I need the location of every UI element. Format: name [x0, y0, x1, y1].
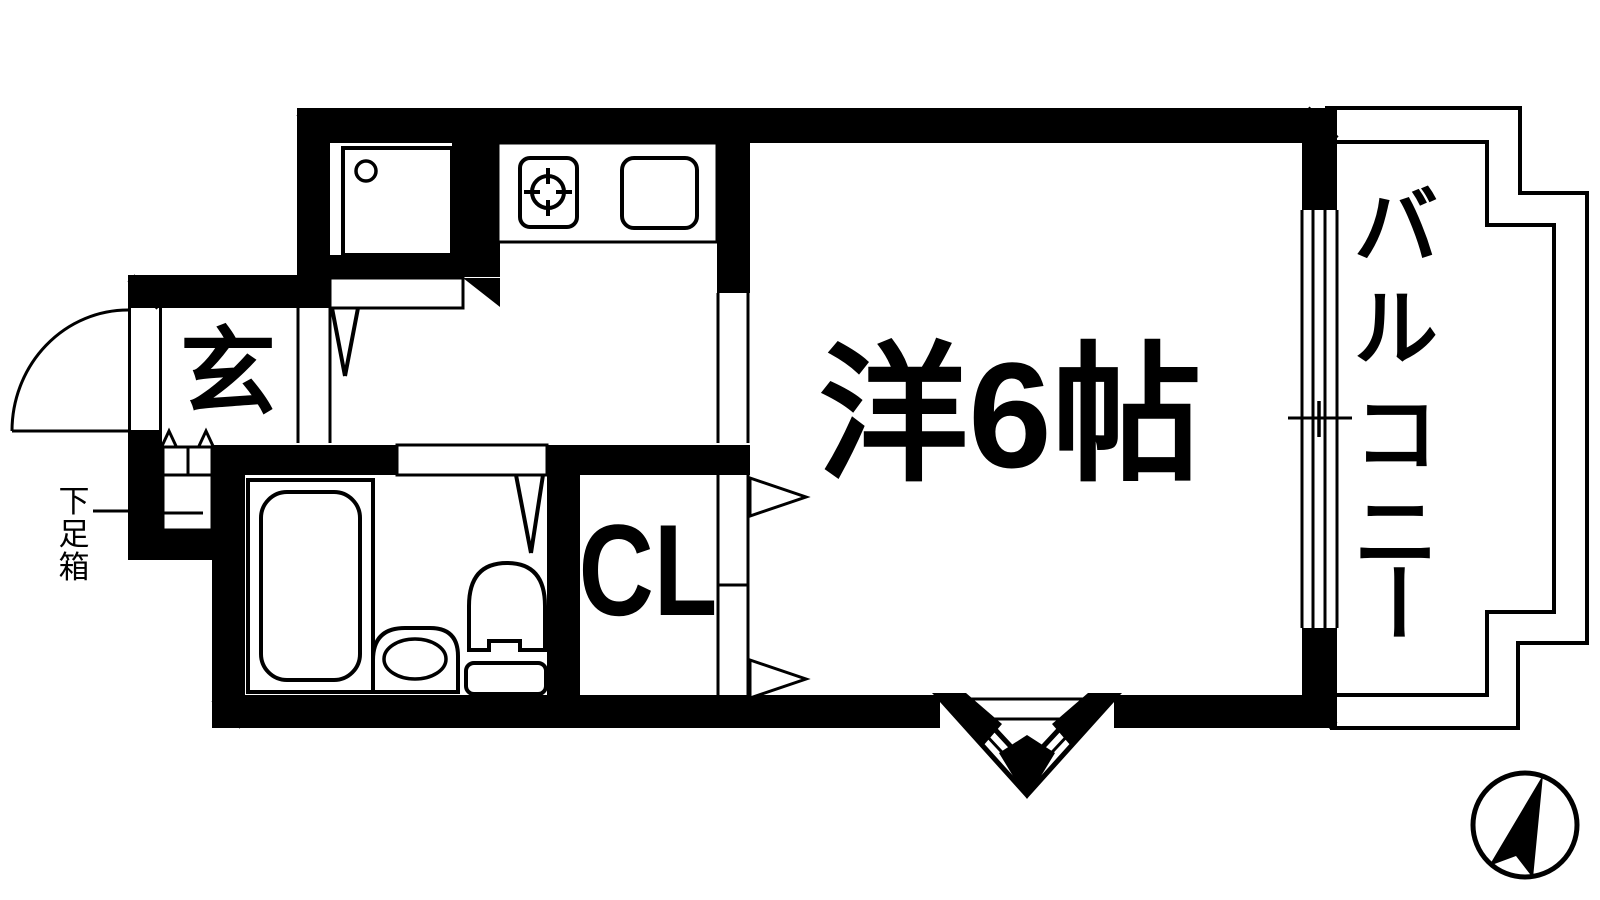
wall-bath-left	[212, 445, 245, 728]
wall-bath-top-left	[212, 445, 397, 475]
hinged-door-v-icon	[330, 307, 360, 377]
balcony-label-char: ル	[1353, 282, 1438, 376]
compass-needle	[1489, 775, 1543, 878]
wall-bottom-left	[212, 695, 940, 728]
bathtub-inner	[259, 490, 362, 682]
balcony-label-char: バ	[1353, 180, 1438, 274]
bay-window-wall-right	[1052, 693, 1122, 746]
balcony-label-char: コ	[1353, 388, 1438, 482]
closet-door-arrow-icon	[748, 657, 811, 701]
wash-basin-bowl	[382, 637, 448, 681]
sliding-window-icon	[1288, 210, 1352, 628]
wall-closet-left	[547, 475, 580, 695]
bay-window-vertex	[999, 735, 1055, 799]
north-arrow-icon	[1470, 770, 1580, 880]
closet-label: CL	[578, 497, 718, 643]
wall-laundry-bottom	[330, 255, 463, 278]
kitchen-area	[328, 141, 750, 443]
kitchen-sink-icon	[620, 156, 699, 230]
wall-corner-miters	[127, 106, 1339, 730]
wall-laundry-right	[452, 143, 500, 277]
main-room-label: 洋6帖	[818, 331, 1202, 499]
wall-miter-kitchen	[463, 278, 500, 307]
toilet-tank	[464, 661, 548, 696]
wall-bath-top-right	[547, 445, 750, 475]
washing-machine-drain-icon	[354, 159, 378, 183]
washing-machine-pan-icon	[341, 146, 454, 257]
wall-kitchen-main-divider	[717, 143, 750, 293]
shoe-box-label-char: 箱	[58, 550, 90, 585]
wall-entrance-bottom	[128, 530, 212, 560]
wall-top	[297, 108, 1337, 143]
balcony-inner-line	[1337, 140, 1556, 697]
laundry-sliding-door	[328, 276, 465, 310]
walls	[128, 108, 1337, 728]
entrance-label: 玄	[180, 320, 276, 427]
balcony-outer-line	[1325, 106, 1589, 730]
bathroom-door-opening	[395, 443, 549, 477]
bathroom-door-v-icon	[514, 474, 545, 554]
balcony-railing	[1325, 106, 1589, 730]
wall-bottom-right	[1114, 695, 1337, 728]
shoe-box-label-char: 足	[58, 517, 90, 552]
bay-window-glazing-right	[1039, 732, 1071, 766]
bay-window-icon	[932, 693, 1122, 799]
closet-door-arrow-icon	[748, 475, 811, 519]
gas-burner-icon	[518, 156, 579, 229]
entrance-door-swing-icon	[10, 308, 129, 432]
wall-window-top	[1302, 143, 1337, 210]
toilet-icon	[467, 560, 547, 652]
shoe-box-lower	[161, 473, 214, 532]
balcony-label-char: ー	[1349, 559, 1443, 644]
burner-ticks	[524, 168, 572, 216]
bay-window-wall-left	[932, 693, 1002, 746]
closet-area	[716, 475, 811, 701]
balcony-label-char: ニ	[1353, 486, 1438, 580]
bay-window-glazing-left	[983, 732, 1015, 766]
bathroom-area	[246, 443, 549, 696]
entrance-step-marks	[160, 427, 215, 447]
entrance-area	[10, 308, 332, 532]
shoe-box-label-char: 下	[58, 484, 90, 519]
